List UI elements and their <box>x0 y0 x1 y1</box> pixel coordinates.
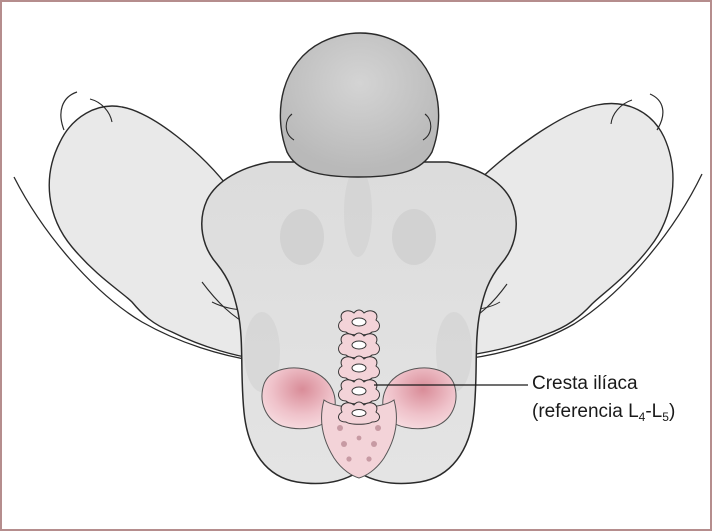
vertebra-l3 <box>339 356 380 381</box>
vertebra-l2 <box>339 333 380 358</box>
head <box>280 33 438 177</box>
label-line-2: (referencia L4-L5) <box>532 398 710 426</box>
vertebra-l5 <box>339 402 380 424</box>
vertebra-l4 <box>339 379 380 404</box>
iliac-crest-label: Cresta ilíaca (referencia L4-L5) <box>532 370 710 426</box>
label-line-1: Cresta ilíaca <box>532 370 710 398</box>
vertebra-l1 <box>339 310 380 335</box>
lumbar-vertebrae <box>339 310 380 424</box>
